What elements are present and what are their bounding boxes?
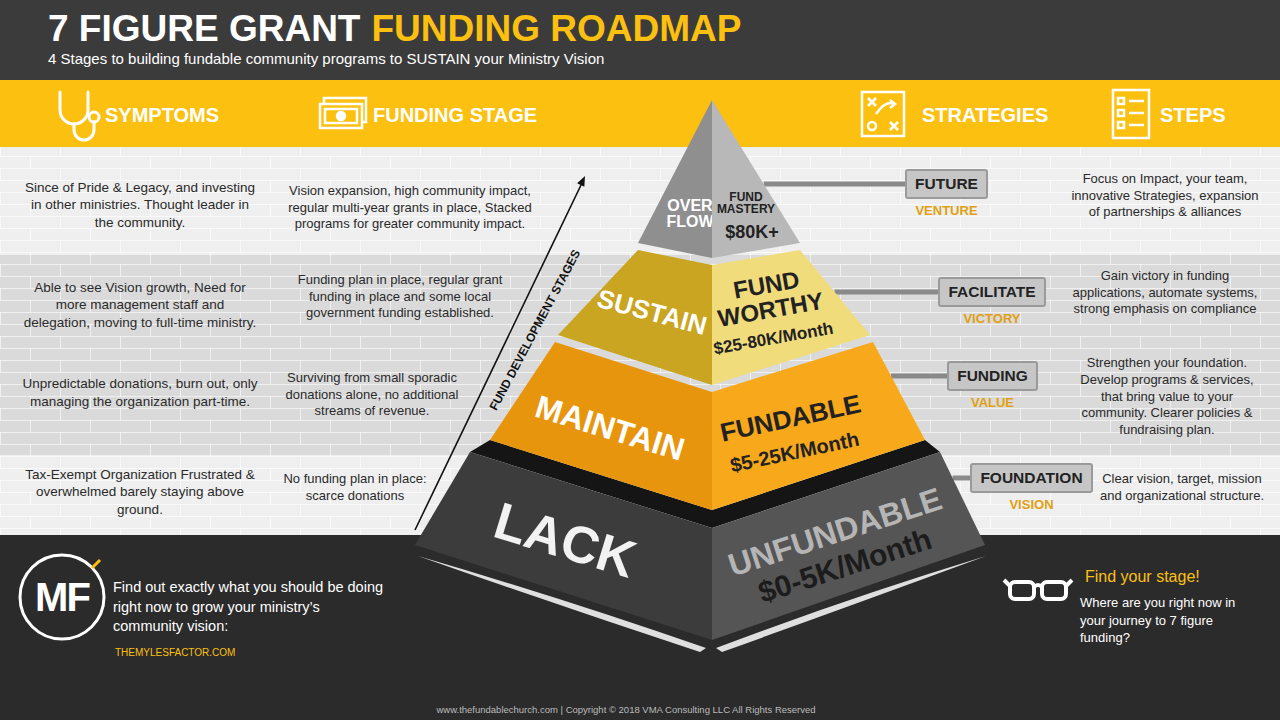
logo-text: MF xyxy=(35,575,89,620)
strategy-keyword: VALUE xyxy=(971,395,1014,410)
leader-line xyxy=(953,476,970,481)
leader-line xyxy=(835,290,938,295)
symptom-text: Unpredictable donations, burn out, only … xyxy=(23,375,258,410)
stage-text: Vision expansion, high community impact,… xyxy=(285,183,535,234)
step-text: Focus on Impact, your team, innovative S… xyxy=(1068,171,1263,222)
stage-face: LACK xyxy=(415,452,712,640)
checklist-icon xyxy=(1113,90,1149,138)
stage-text: No funding plan in place: scarce donatio… xyxy=(265,471,445,505)
arrow-head xyxy=(577,176,585,187)
subtitle: 4 Stages to building fundable community … xyxy=(48,50,604,67)
header-bar xyxy=(0,80,1280,147)
strategy-box: FACILITATEVICTORY xyxy=(938,277,1046,307)
stethoscope-icon xyxy=(60,92,99,140)
face-amount: $80K+ xyxy=(725,223,779,241)
column-header: SYMPTOMS xyxy=(105,104,219,127)
funding-face: UNFUNDABLE$0-5K/Month xyxy=(712,452,985,640)
logo-accent xyxy=(92,560,100,568)
strategy-box: FOUNDATIONVISION xyxy=(970,463,1093,493)
strategy-keyword: VISION xyxy=(1009,497,1053,512)
step-text: Strengthen your foundation. Develop prog… xyxy=(1070,355,1265,439)
glasses-icon xyxy=(1004,580,1072,599)
column-header: STEPS xyxy=(1160,104,1226,127)
face-heading: OVER FLOW xyxy=(665,198,715,230)
prompt-text: Where are you right now in your journey … xyxy=(1080,594,1245,647)
face-heading: FUND MASTERY xyxy=(715,191,777,215)
funding-face: FUND MASTERY $80K+ xyxy=(712,100,800,258)
leader-line xyxy=(891,374,947,379)
column-header: FUNDING STAGE xyxy=(373,104,537,127)
face-polygon xyxy=(415,452,712,640)
stage-text: Funding plan in place, regular grant fun… xyxy=(278,272,523,323)
title-part: FUNDING ROADMAP xyxy=(371,8,741,50)
strategy-name: FUTURE xyxy=(915,175,978,193)
strategy-keyword: VENTURE xyxy=(915,203,977,218)
leader-line xyxy=(764,182,905,187)
symptom-text: Able to see Vision growth, Need for more… xyxy=(23,279,258,332)
title: 7 FIGURE GRANT xyxy=(48,8,360,50)
symptom-text: Tax-Exempt Organization Frustrated & ove… xyxy=(23,466,258,519)
strategy-name: FUNDING xyxy=(957,367,1028,385)
footer: www.thefundablechurch.com | Copyright © … xyxy=(436,704,815,715)
strategy-box: FUTUREVENTURE xyxy=(905,169,988,199)
prompt-heading: Find your stage! xyxy=(1085,568,1200,586)
strategy-name: FACILITATE xyxy=(948,283,1035,301)
logo-ring xyxy=(20,555,104,639)
strategy-name: FOUNDATION xyxy=(980,469,1082,487)
strategy-keyword: VICTORY xyxy=(963,311,1020,326)
face-polygon xyxy=(638,100,712,258)
face-polygon xyxy=(712,100,800,258)
column-header: STRATEGIES xyxy=(922,104,1048,127)
stage-text: Surviving from small sporadic donations … xyxy=(272,370,472,421)
step-text: Clear vision, target, mission and organi… xyxy=(1099,471,1265,505)
website: THEMYLESFACTOR.COM xyxy=(115,647,235,658)
title-bar xyxy=(0,0,1280,80)
step-text: Gain victory in funding applications, au… xyxy=(1065,268,1265,319)
brick-texture xyxy=(0,147,1280,535)
face-polygon xyxy=(712,452,985,640)
symptom-text: Since of Pride & Legacy, and investing i… xyxy=(23,179,258,232)
money-icon xyxy=(320,98,366,128)
strategy-icon xyxy=(862,92,904,136)
stage-face: OVER FLOW xyxy=(638,100,712,258)
call-to-action: Find out exactly what you should be doin… xyxy=(113,578,393,637)
strategy-box: FUNDINGVALUE xyxy=(947,361,1038,391)
face-shape xyxy=(638,100,712,258)
